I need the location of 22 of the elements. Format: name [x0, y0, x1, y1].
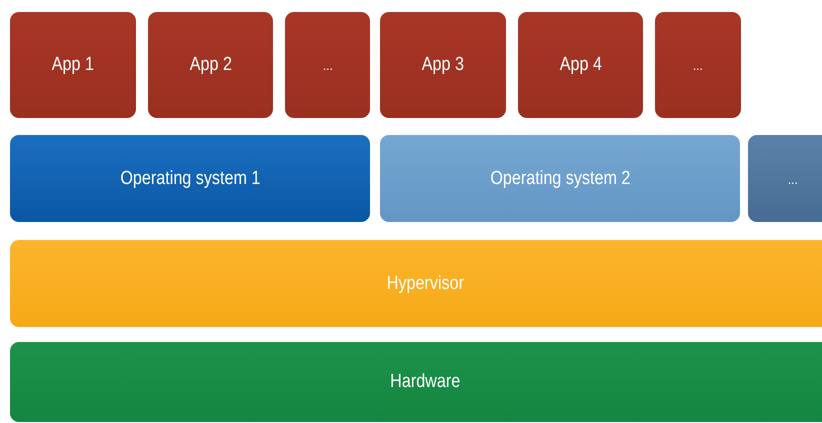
app-box	[285, 12, 370, 118]
os-box	[380, 135, 740, 222]
layer-label: App 1	[52, 54, 94, 76]
layer-label: App 2	[189, 54, 232, 76]
app-box	[380, 12, 506, 118]
layer-label: ...	[788, 170, 798, 186]
app-box	[148, 12, 273, 118]
layer-label: Hypervisor	[386, 272, 464, 294]
layer-label: App 4	[559, 54, 602, 76]
hypervisor-layer	[10, 240, 822, 327]
layer-label: ...	[693, 57, 703, 73]
os-box	[748, 135, 822, 222]
os-box	[10, 135, 370, 222]
app-box	[518, 12, 643, 118]
layer-label: Hardware	[390, 371, 460, 393]
hardware-layer	[10, 342, 822, 422]
app-box	[10, 12, 136, 118]
app-box	[655, 12, 741, 118]
layer-label: ...	[322, 57, 332, 73]
layer-label: App 3	[422, 54, 464, 76]
layer-label: Operating system 1	[120, 168, 260, 190]
layer-label: Operating system 2	[490, 168, 630, 190]
